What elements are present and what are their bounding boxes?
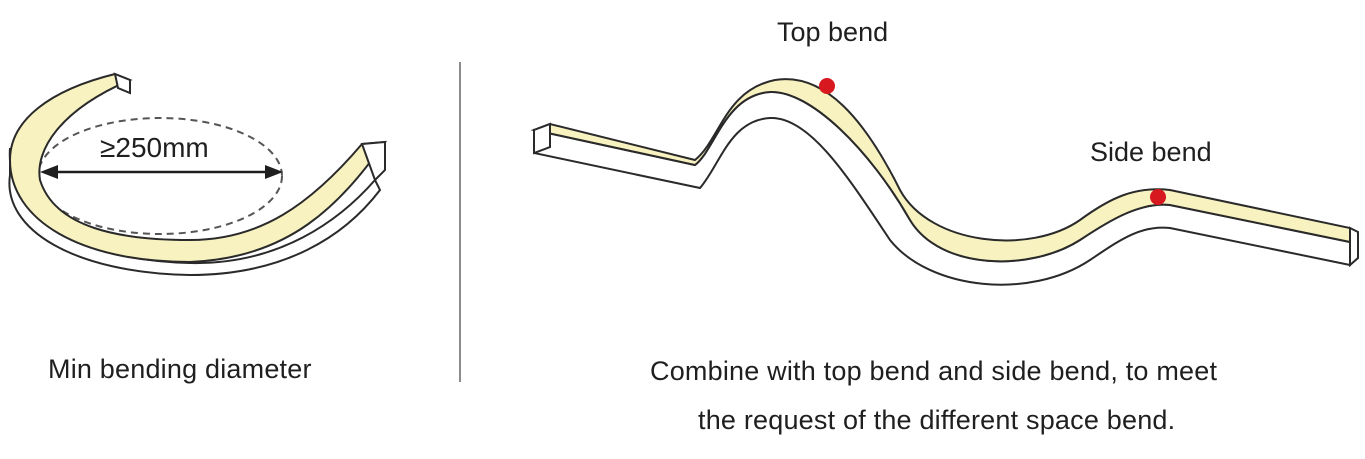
top-bend-label: Top bend [777, 17, 889, 47]
side-bend-label: Side bend [1090, 137, 1212, 167]
strip-end-cap-left [533, 122, 551, 155]
top-bend-marker [819, 78, 835, 94]
combined-bend-caption-line1: Combine with top bend and side bend, to … [650, 356, 1218, 386]
strip-side-wall [533, 90, 1351, 286]
diameter-label: ≥250mm [100, 132, 209, 163]
strip-end-cap-right [360, 140, 386, 182]
arrow-head-left [40, 165, 58, 179]
strip-end-cap-right [1349, 226, 1359, 268]
side-bend-marker [1150, 189, 1166, 205]
u-bend-strip-illustration [8, 72, 388, 277]
combined-bend-caption-line2: the request of the different space bend. [698, 405, 1176, 435]
combined-bend-panel: Top bend Side bend Combine with top bend… [470, 0, 1365, 459]
panel-divider [459, 62, 461, 382]
min-bending-panel: ≥250mm Min bending diameter [0, 0, 455, 459]
wave-bend-strip-illustration [530, 78, 1359, 286]
arrow-head-right [265, 165, 283, 179]
strip-end-cap-left [113, 72, 131, 95]
min-bending-caption: Min bending diameter [48, 354, 312, 384]
